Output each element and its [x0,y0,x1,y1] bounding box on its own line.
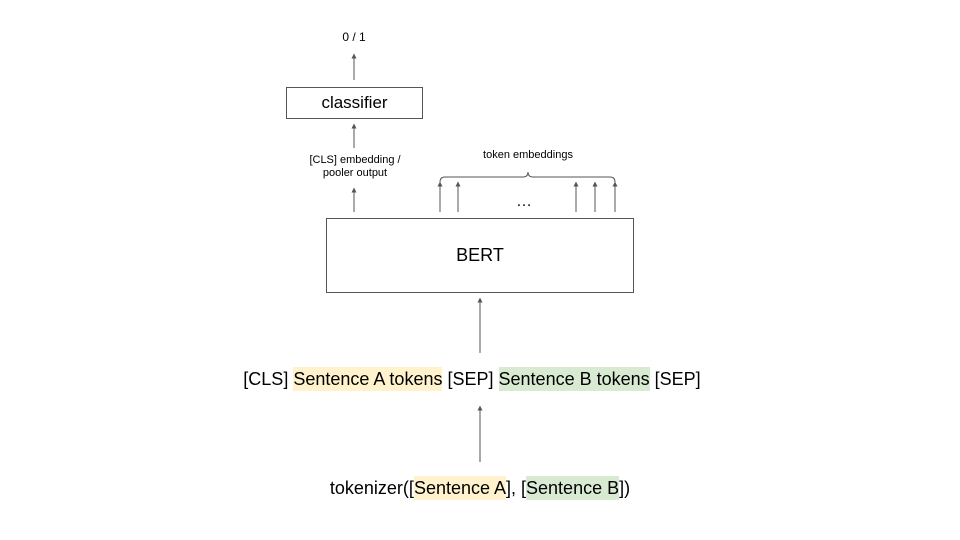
sentence-a-tokens: Sentence A tokens [293,367,443,391]
tokenizer-sentence-b: Sentence B [526,476,620,500]
cls-embedding-label: [CLS] embedding / pooler output [290,154,420,180]
bert-label: BERT [456,245,504,265]
token-embeddings-brace [439,171,616,183]
tokenizer-prefix: tokenizer([ [329,478,414,498]
token-embeddings-ellipsis: … [516,193,532,210]
bert-box: BERT [326,218,634,293]
cls-embedding-line1: [CLS] embedding / [309,154,401,166]
tokenizer-middle: ], [ [506,478,527,498]
output-label: 0 / 1 [342,30,366,44]
tokenizer-sentence-a: Sentence A [413,476,507,500]
cls-embedding-line2: pooler output [322,167,388,180]
sep-token-2: [SEP] [654,369,701,389]
sep-token-1: [SEP] [447,369,494,389]
token-embeddings-label: token embeddings [483,149,573,161]
classifier-box: classifier [286,87,423,119]
tokenizer-suffix: ]) [619,478,631,498]
cls-token: [CLS] [243,369,289,389]
classifier-label: classifier [321,93,388,112]
sentence-b-tokens: Sentence B tokens [498,367,650,391]
tokenizer-call: tokenizer([Sentence A], [Sentence B]) [0,476,960,500]
token-sequence: [CLS] Sentence A tokens [SEP] Sentence B… [0,367,944,391]
